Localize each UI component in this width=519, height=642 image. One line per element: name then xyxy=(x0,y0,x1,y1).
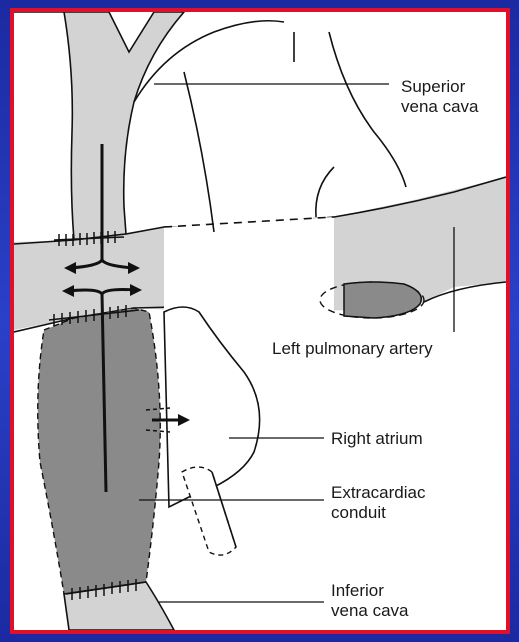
label-ivc-line2: vena cava xyxy=(331,601,409,620)
label-svc-line1: Superior xyxy=(401,77,466,96)
label-lpa: Left pulmonary artery xyxy=(272,339,433,358)
atrium-cylinder xyxy=(182,467,236,555)
label-ra: Right atrium xyxy=(331,429,423,448)
extracardiac-conduit xyxy=(38,308,161,594)
heart-overlap-white xyxy=(164,217,334,312)
label-conduit-line2: conduit xyxy=(331,503,386,522)
label-svc-line2: vena cava xyxy=(401,97,479,116)
heart-line-c xyxy=(329,32,406,187)
fontan-diagram: Superior vena cava Left pulmonary artery… xyxy=(14,12,506,630)
heart-line-d xyxy=(316,167,334,217)
label-ivc-line1: Inferior xyxy=(331,581,384,600)
label-conduit-line1: Extracardiac xyxy=(331,483,426,502)
heart-line-a xyxy=(184,72,214,232)
lpa-oval-shaded xyxy=(344,282,421,318)
superior-vena-cava-vessel xyxy=(14,12,184,240)
diagram-frame: Superior vena cava Left pulmonary artery… xyxy=(10,8,510,634)
